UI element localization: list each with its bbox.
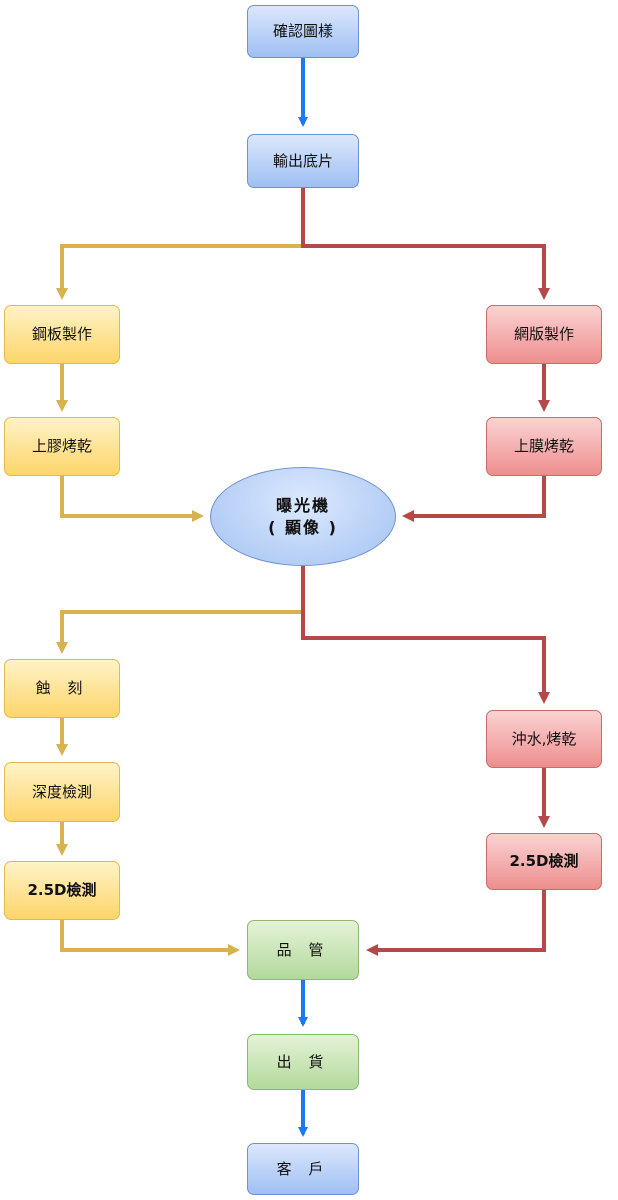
node-25d-check-right: 2.5D檢測: [486, 833, 602, 890]
node-film-bake: 上膜烤乾: [486, 417, 602, 476]
arrow-25d-left-to-qc: [60, 920, 240, 956]
node-etching: 蝕 刻: [4, 659, 120, 718]
node-steel-plate: 鋼板製作: [4, 305, 120, 364]
node-customer: 客 戶: [247, 1143, 359, 1195]
node-rinse-bake: 沖水,烤乾: [486, 710, 602, 768]
node-confirm-drawing: 確認圖樣: [247, 5, 359, 58]
node-quality-control: 品 管: [247, 920, 359, 980]
arrow-glue-to-exposure: [60, 476, 204, 522]
arrow-film-to-exposure: [402, 476, 546, 522]
node-exposure-machine: 曝光機 ( 顯像 ): [210, 467, 396, 566]
node-glue-bake: 上膠烤乾: [4, 417, 120, 476]
node-depth-check: 深度檢測: [4, 762, 120, 822]
arrow-output-to-steel-plate: [56, 188, 305, 300]
node-25d-check-left: 2.5D檢測: [4, 861, 120, 920]
arrow-output-to-screen-plate: [301, 188, 550, 300]
node-screen-plate: 網版製作: [486, 305, 602, 364]
node-output-film: 輸出底片: [247, 134, 359, 188]
node-shipping: 出 貨: [247, 1034, 359, 1090]
arrow-25d-right-to-qc: [366, 890, 546, 956]
arrow-exposure-to-etching: [56, 566, 305, 654]
arrow-exposure-to-rinse: [301, 566, 550, 704]
